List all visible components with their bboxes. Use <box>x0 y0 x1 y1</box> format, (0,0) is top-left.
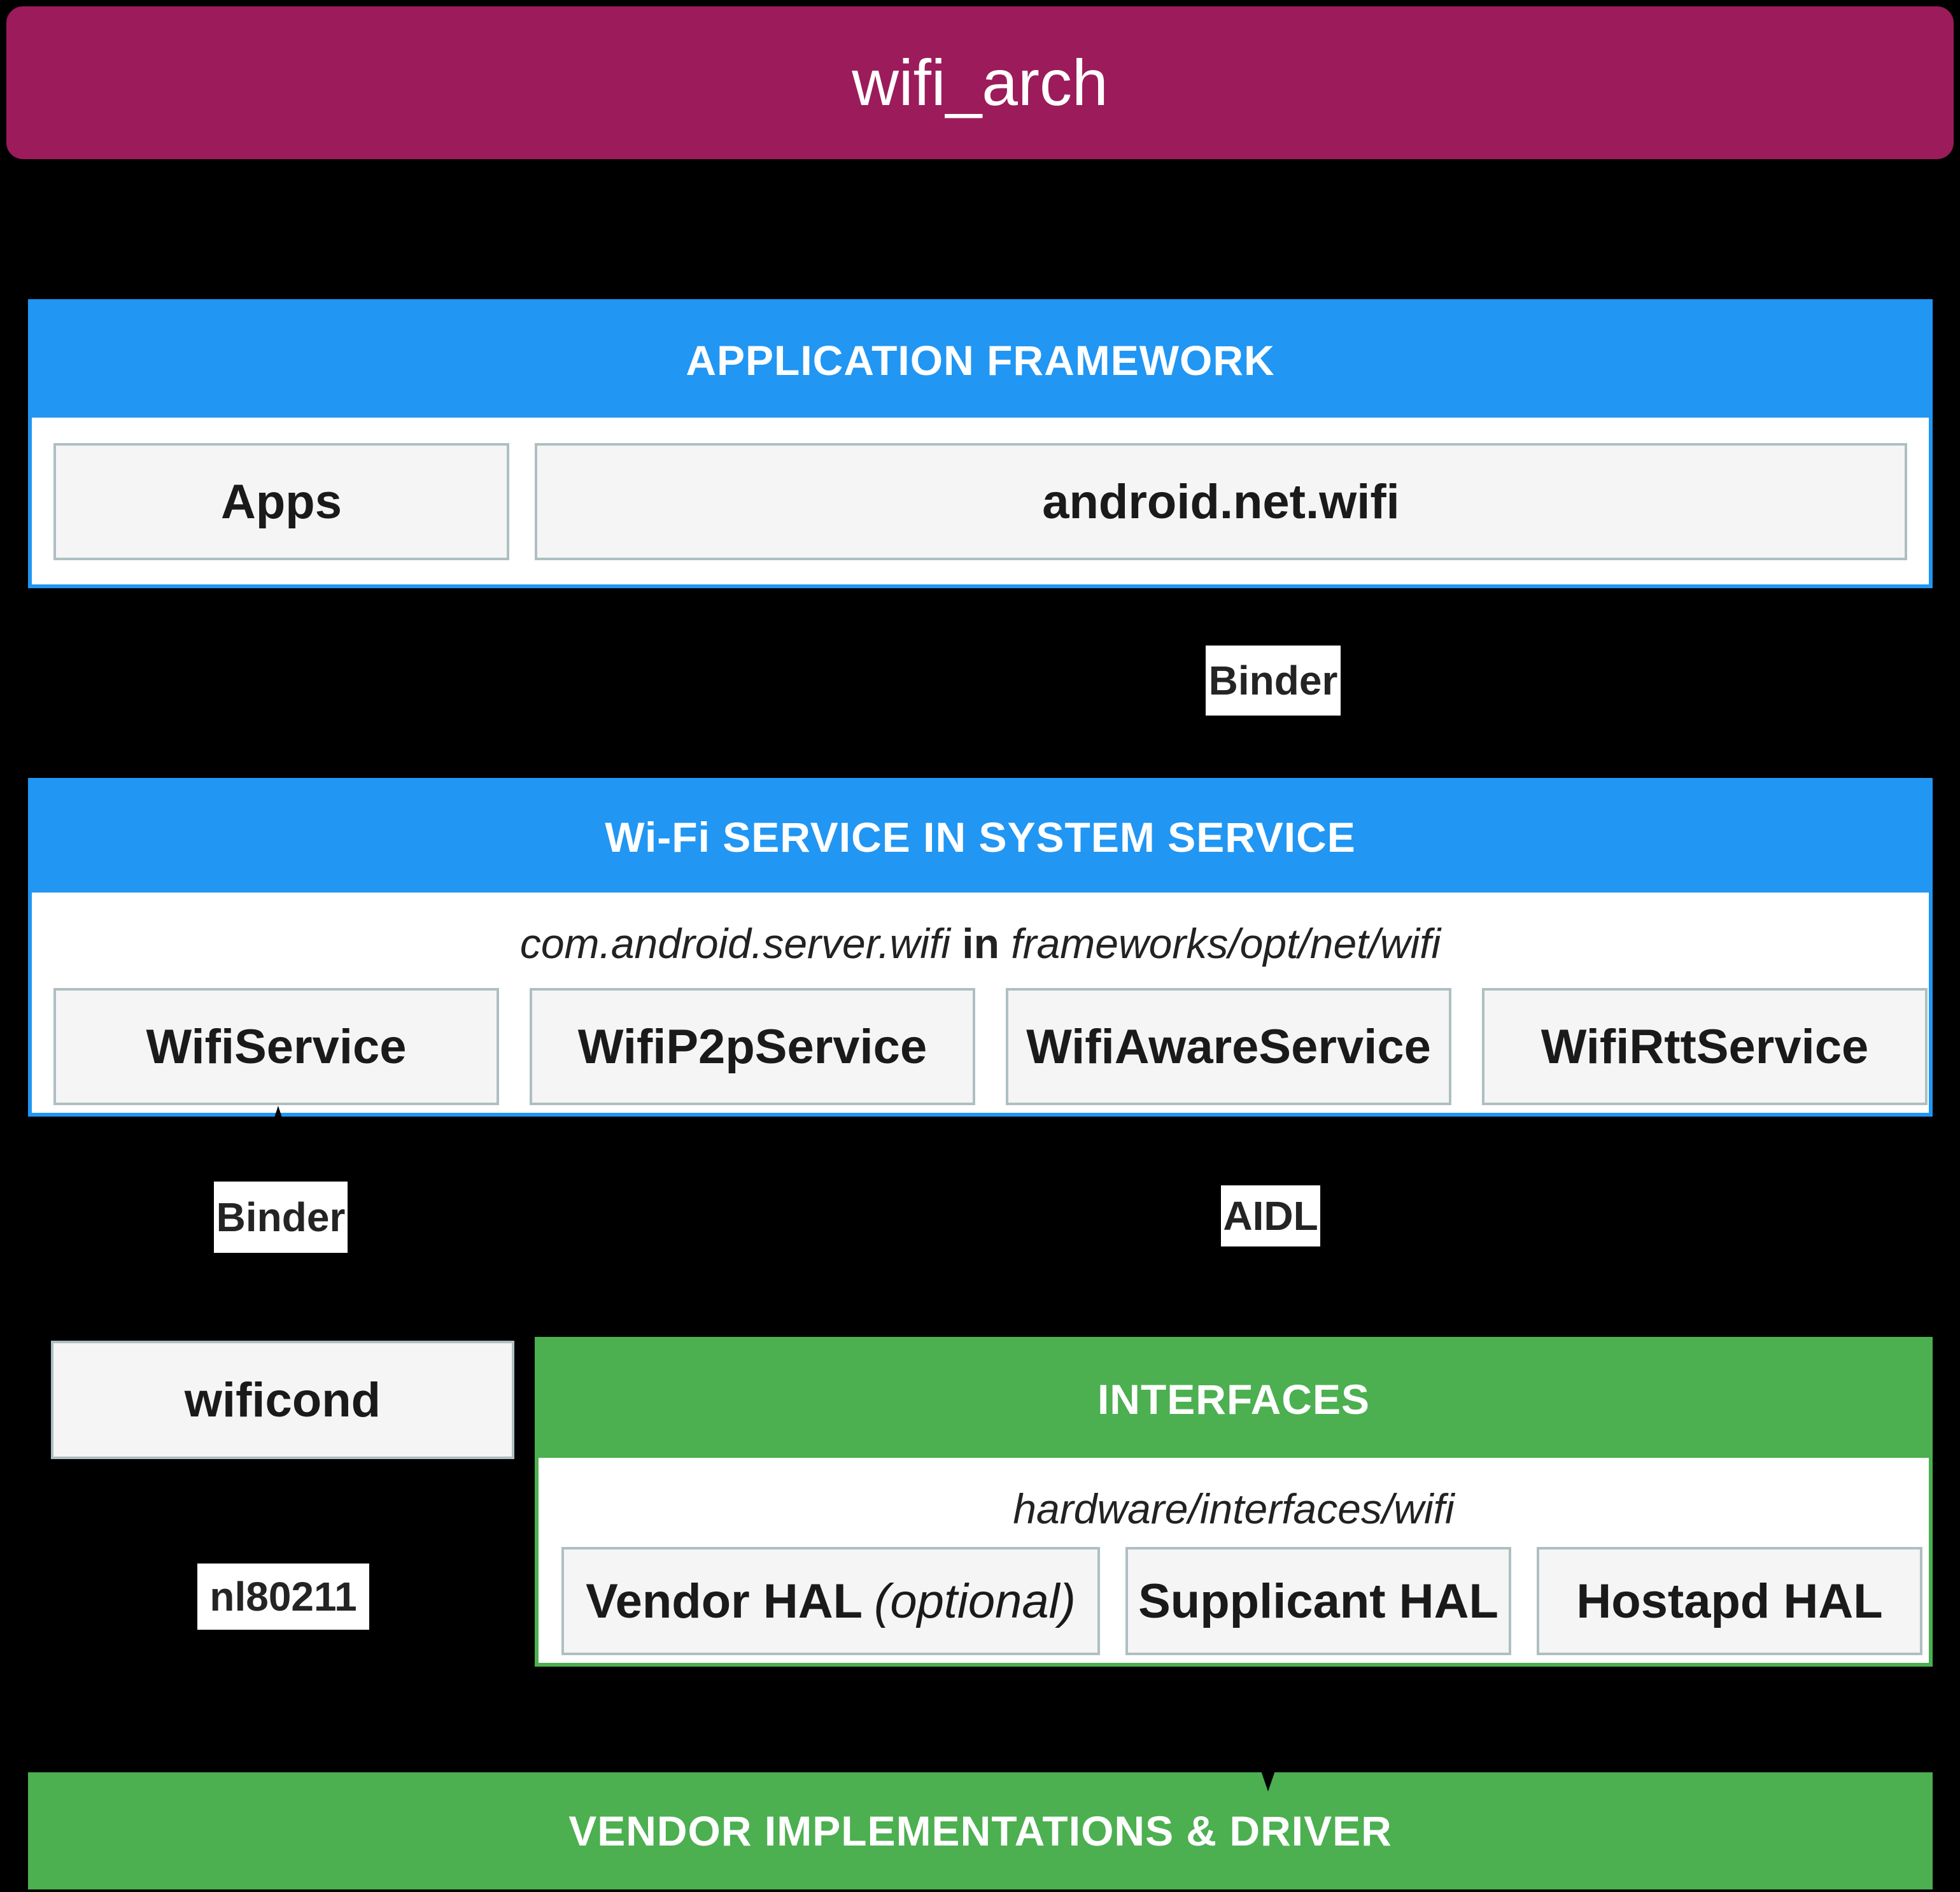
application-framework-header: APPLICATION FRAMEWORK <box>32 303 1929 418</box>
diagram-title-bar: wifi_arch <box>6 6 1954 159</box>
vendor-implementations-label: VENDOR IMPLEMENTATIONS & DRIVER <box>568 1807 1392 1854</box>
box-wifip2pservice: WifiP2pService <box>530 988 975 1105</box>
interfaces-subtitle: hardware/interfaces/wifi <box>1013 1485 1455 1532</box>
label-aidl: AIDL <box>1221 1185 1320 1246</box>
box-wifiservice: WifiService <box>53 988 499 1105</box>
box-wifirttservice: WifiRttService <box>1482 988 1928 1105</box>
subtitle-path: frameworks/opt/net/wifi <box>1011 920 1441 967</box>
label-binder-top: Binder <box>1206 646 1341 716</box>
vendor-hal-optional: (optional) <box>874 1574 1076 1628</box>
subtitle-in: in <box>962 920 999 967</box>
wifi-service-subtitle: com.android.server.wifi in frameworks/op… <box>32 919 1929 968</box>
diagram-title: wifi_arch <box>852 46 1108 119</box>
box-supplicant-hal: Supplicant HAL <box>1125 1547 1511 1655</box>
section-application-framework: APPLICATION FRAMEWORK Apps android.net.w… <box>28 299 1933 588</box>
interfaces-header: INTERFACES <box>539 1341 1929 1458</box>
vendor-hal-label: Vendor HAL <box>586 1574 863 1628</box>
box-hostapd-hal: Hostapd HAL <box>1537 1547 1922 1655</box>
label-nl80211: nl80211 <box>197 1564 369 1630</box>
subtitle-package: com.android.server.wifi <box>519 920 950 967</box>
vendor-implementations-bar: VENDOR IMPLEMENTATIONS & DRIVER <box>28 1772 1933 1889</box>
box-vendor-hal: Vendor HAL (optional) <box>561 1547 1100 1655</box>
box-apps: Apps <box>53 443 509 560</box>
arrow-down-icon <box>1254 1751 1282 1791</box>
box-android-net-wifi: android.net.wifi <box>535 443 1907 560</box>
box-wificond: wificond <box>51 1341 514 1459</box>
box-wifiawareservice: WifiAwareService <box>1006 988 1451 1105</box>
label-binder-left: Binder <box>214 1182 348 1253</box>
arrow-up-icon <box>260 1106 296 1161</box>
wifi-service-header: Wi-Fi SERVICE IN SYSTEM SERVICE <box>32 782 1929 893</box>
section-wifi-service: Wi-Fi SERVICE IN SYSTEM SERVICE com.andr… <box>28 778 1933 1117</box>
section-interfaces: INTERFACES hardware/interfaces/wifi Vend… <box>535 1337 1933 1667</box>
